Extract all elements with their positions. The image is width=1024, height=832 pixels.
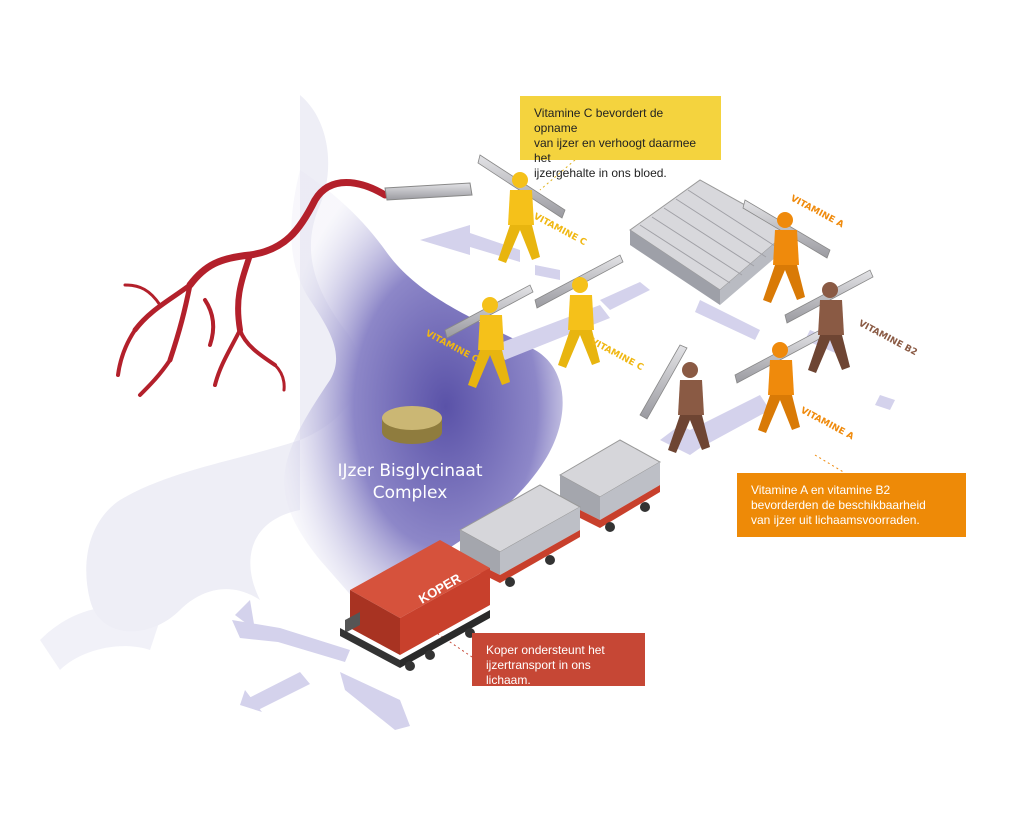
vitamin-b2-worker [639,344,710,453]
vitamin-c-callout: Vitamine C bevordert de opname van ijzer… [520,96,721,180]
vitamin-c-worker [444,284,534,388]
label-vitamine-b2: VITAMINE B2 [857,319,919,358]
supplement-title: IJzer Bisglycinaat Complex [337,461,483,503]
vitamin-a-worker [742,199,831,303]
beam-stack [629,179,791,305]
koper-train: KOPER [340,439,662,671]
transport-arrows [232,225,895,730]
label-vitamine-a: VITAMINE A [799,406,856,442]
koper-callout: Koper ondersteunt het ijzertransport in … [472,633,645,687]
vitamin-b2-worker [784,269,874,373]
vitamin-c-worker [477,154,566,263]
iron-beam [384,182,473,201]
iron-tablet-icon [382,406,442,444]
vitamin-c-worker [534,254,624,368]
stomach-shape [284,170,563,600]
artery-icon [116,179,389,397]
label-vitamine-a: VITAMINE A [789,194,846,230]
leader-lines [424,159,846,658]
vitamin-a-b2-callout: Vitamine A en vitamine B2 bevorderden de… [737,473,966,537]
vitamin-a-worker [734,329,824,433]
label-vitamine-c: VITAMINE C [532,212,589,248]
